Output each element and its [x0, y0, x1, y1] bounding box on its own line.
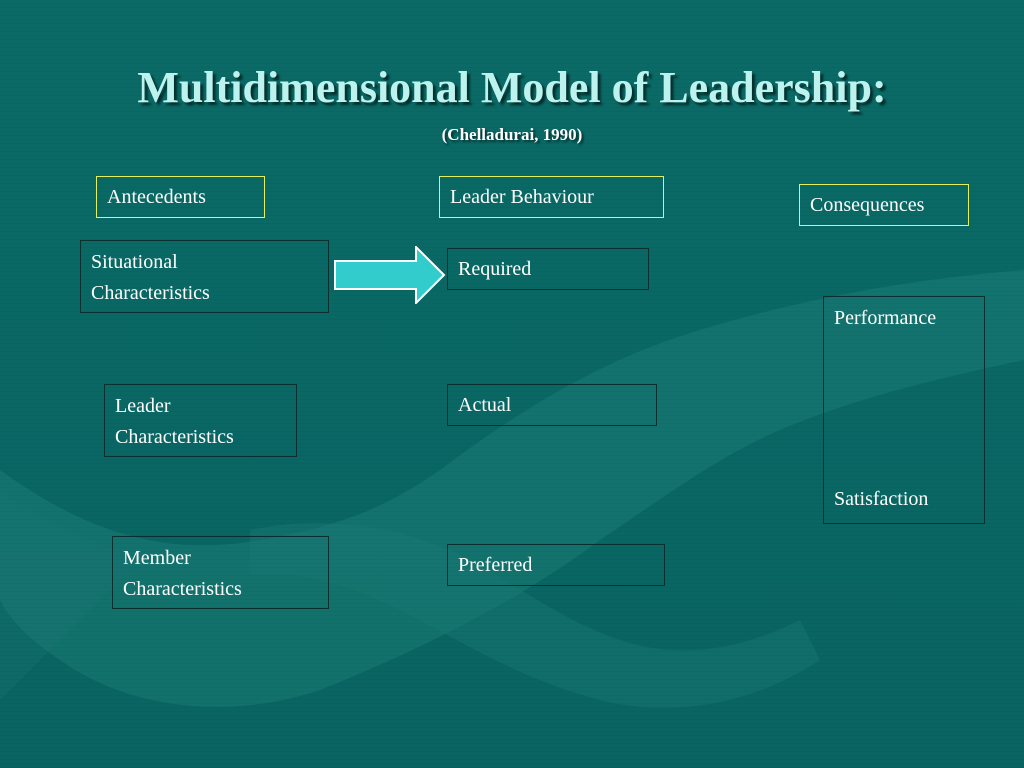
- situational-line-1: Situational: [91, 251, 178, 273]
- performance-label: Performance: [834, 307, 937, 329]
- right-arrow-icon: [334, 246, 446, 304]
- antecedents-header: Antecedents: [96, 176, 265, 218]
- member-characteristics-box: Member Characteristics: [112, 536, 329, 609]
- actual-label: Actual: [458, 394, 512, 416]
- leader-behaviour-header: Leader Behaviour: [439, 176, 664, 218]
- preferred-box: Preferred: [447, 544, 665, 586]
- actual-box: Actual: [447, 384, 657, 426]
- situational-characteristics-box: Situational Characteristics: [80, 240, 329, 313]
- leader-line-1: Leader: [115, 395, 171, 417]
- consequences-header: Consequences: [799, 184, 969, 226]
- consequences-box: Performance Satisfaction: [823, 296, 985, 524]
- member-line-2: Characteristics: [123, 578, 242, 600]
- required-box: Required: [447, 248, 649, 290]
- consequences-header-label: Consequences: [810, 194, 925, 216]
- leader-line-2: Characteristics: [115, 426, 234, 448]
- antecedents-header-label: Antecedents: [107, 186, 206, 208]
- satisfaction-label: Satisfaction: [834, 488, 929, 510]
- preferred-label: Preferred: [458, 554, 533, 576]
- leader-behaviour-header-label: Leader Behaviour: [450, 186, 594, 208]
- member-line-1: Member: [123, 547, 191, 569]
- page-title: Multidimensional Model of Leadership:: [137, 63, 887, 112]
- required-label: Required: [458, 258, 532, 280]
- page-subtitle: (Chelladurai, 1990): [441, 125, 583, 144]
- situational-line-2: Characteristics: [91, 282, 210, 304]
- leader-characteristics-box: Leader Characteristics: [104, 384, 297, 457]
